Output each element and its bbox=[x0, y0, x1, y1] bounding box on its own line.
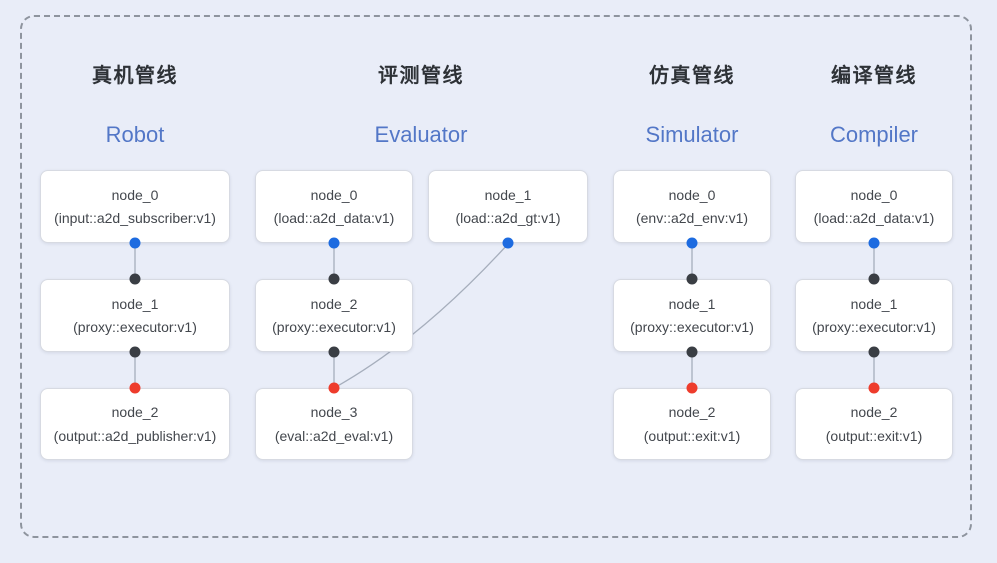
node-label: node_0 bbox=[850, 186, 898, 203]
node-label: node_2 bbox=[310, 295, 358, 312]
node-sublabel: (proxy::executor:v1) bbox=[812, 319, 936, 335]
node-label: node_0 bbox=[111, 186, 159, 203]
blue-port-dot bbox=[868, 237, 880, 249]
pipeline-title-en-simulator: Simulator bbox=[645, 122, 739, 147]
node-box-robot-node_0: node_0(input::a2d_subscriber:v1) bbox=[40, 170, 230, 243]
node-label: node_1 bbox=[484, 186, 532, 203]
black-port-dot bbox=[129, 346, 141, 358]
pipeline-header-simulator: 仿真管线 Simulator bbox=[646, 63, 739, 148]
pipeline-title-en-compiler: Compiler bbox=[829, 122, 919, 147]
black-port-dot bbox=[868, 273, 880, 285]
node-box-evaluator-node_2: node_2(proxy::executor:v1) bbox=[255, 279, 413, 352]
node-box-compiler-node_0: node_0(load::a2d_data:v1) bbox=[795, 170, 953, 243]
blue-port-dot bbox=[129, 237, 141, 249]
edge-evaluator-node1-node3 bbox=[333, 243, 509, 389]
dashed-border-frame bbox=[20, 15, 972, 538]
node-sublabel: (load::a2d_gt:v1) bbox=[455, 210, 561, 226]
node-sublabel: (input::a2d_subscriber:v1) bbox=[54, 210, 216, 226]
node-sublabel: (proxy::executor:v1) bbox=[630, 319, 754, 335]
node-box-compiler-node_1: node_1(proxy::executor:v1) bbox=[795, 279, 953, 352]
node-box-evaluator-node_3: node_3(eval::a2d_eval:v1) bbox=[255, 388, 413, 460]
pipeline-title-cn-compiler: 编译管线 bbox=[831, 65, 917, 87]
pipeline-title-cn-evaluator: 评测管线 bbox=[377, 65, 464, 87]
node-box-compiler-node_2: node_2(output::exit:v1) bbox=[795, 388, 953, 460]
red-port-dot bbox=[868, 382, 880, 394]
pipeline-header-evaluator: 评测管线 Evaluator bbox=[375, 63, 468, 148]
node-label: node_3 bbox=[310, 404, 358, 421]
node-sublabel: (output::exit:v1) bbox=[643, 427, 741, 444]
blue-port-dot bbox=[502, 237, 514, 249]
red-port-dot bbox=[686, 382, 698, 394]
node-sublabel: (load::a2d_data:v1) bbox=[273, 210, 395, 226]
node-label: node_1 bbox=[668, 295, 716, 312]
node-sublabel: (env::a2d_env:v1) bbox=[635, 210, 749, 226]
black-port-dot bbox=[129, 273, 141, 285]
black-port-dot bbox=[868, 346, 880, 358]
blue-port-dot bbox=[328, 237, 340, 249]
node-sublabel: (load::a2d_data:v1) bbox=[813, 210, 935, 226]
node-sublabel: (output::a2d_publisher:v1) bbox=[53, 427, 217, 444]
red-port-dot bbox=[328, 382, 340, 394]
pipeline-header-robot: 真机管线 Robot bbox=[92, 63, 178, 148]
node-label: node_2 bbox=[111, 404, 159, 421]
node-box-robot-node_1: node_1(proxy::executor:v1) bbox=[40, 279, 230, 352]
node-sublabel: (proxy::executor:v1) bbox=[73, 319, 197, 335]
node-box-simulator-node_2: node_2(output::exit:v1) bbox=[613, 388, 771, 460]
node-box-simulator-node_0: node_0(env::a2d_env:v1) bbox=[613, 170, 771, 243]
node-label: node_2 bbox=[668, 404, 716, 421]
blue-port-dot bbox=[686, 237, 698, 249]
node-box-evaluator-node_1: node_1(load::a2d_gt:v1) bbox=[428, 170, 588, 243]
black-port-dot bbox=[686, 273, 698, 285]
node-label: node_0 bbox=[668, 186, 716, 203]
red-port-dot bbox=[129, 382, 141, 394]
pipeline-title-cn-robot: 真机管线 bbox=[92, 65, 178, 87]
node-sublabel: (output::exit:v1) bbox=[825, 427, 923, 444]
node-label: node_1 bbox=[850, 295, 898, 312]
node-label: node_2 bbox=[850, 404, 898, 421]
node-sublabel: (eval::a2d_eval:v1) bbox=[274, 427, 394, 444]
pipeline-title-cn-simulator: 仿真管线 bbox=[648, 65, 735, 87]
node-label: node_0 bbox=[310, 186, 358, 203]
node-sublabel: (proxy::executor:v1) bbox=[272, 319, 396, 335]
node-box-evaluator-node_0: node_0(load::a2d_data:v1) bbox=[255, 170, 413, 243]
pipeline-title-en-robot: Robot bbox=[105, 122, 165, 147]
black-port-dot bbox=[686, 346, 698, 358]
node-label: node_1 bbox=[111, 295, 159, 312]
black-port-dot bbox=[328, 346, 340, 358]
node-box-simulator-node_1: node_1(proxy::executor:v1) bbox=[613, 279, 771, 352]
node-box-robot-node_2: node_2(output::a2d_publisher:v1) bbox=[40, 388, 230, 460]
pipeline-header-compiler: 编译管线 Compiler bbox=[830, 63, 918, 148]
black-port-dot bbox=[328, 273, 340, 285]
pipeline-title-en-evaluator: Evaluator bbox=[374, 122, 468, 147]
